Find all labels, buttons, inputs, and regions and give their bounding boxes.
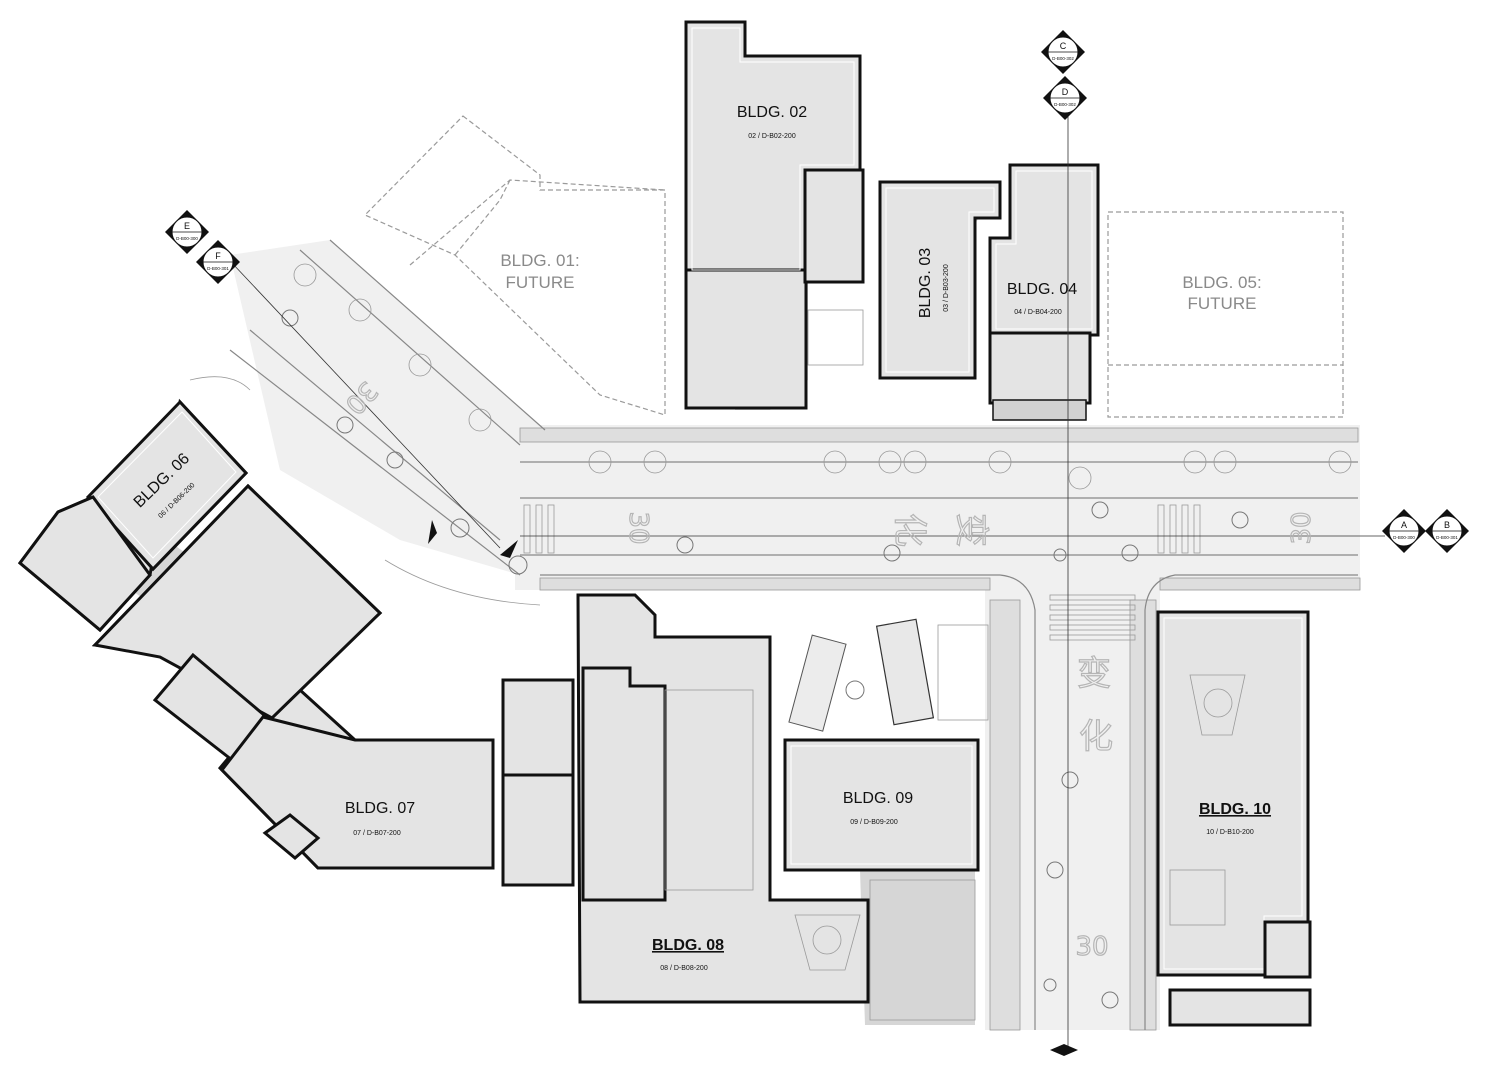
bldg-05-title: BLDG. 05: bbox=[1182, 273, 1261, 292]
parked-car bbox=[788, 634, 847, 732]
section-tag-e: E D-B00-300 bbox=[165, 210, 209, 254]
sculpture-08 bbox=[794, 914, 861, 971]
bldg-08 bbox=[501, 593, 870, 1004]
section-tags: C D-B00-302 D D-B00-302 E D-B00-300 F D-… bbox=[165, 30, 1469, 553]
bldg-04-ref: 04 / D-B04-200 bbox=[1014, 309, 1062, 316]
crosswalk-south bbox=[1049, 594, 1136, 641]
north-sidewalk bbox=[519, 427, 1359, 443]
speed-marking-main-west: 30 bbox=[623, 511, 653, 544]
bldg-05-subtitle: FUTURE bbox=[1188, 294, 1257, 313]
bldg-07 bbox=[91, 483, 495, 870]
section-tag-f-sheet: D-B00-301 bbox=[207, 266, 229, 271]
crosswalk-west bbox=[523, 504, 555, 554]
bldg-03 bbox=[878, 180, 1002, 380]
bldg-02-ref: 02 / D-B02-200 bbox=[748, 133, 796, 140]
bldg-06 bbox=[17, 398, 249, 633]
section-tag-d-sheet: D-B00-302 bbox=[1054, 102, 1076, 107]
bldg-09 bbox=[783, 738, 980, 1021]
east-sidewalk bbox=[1129, 599, 1157, 1031]
bldg-10-ref: 10 / D-B10-200 bbox=[1206, 829, 1254, 836]
section-tag-a-sheet: D-B00-300 bbox=[1393, 535, 1415, 540]
section-arrow-diagonal bbox=[428, 520, 437, 544]
south-sidewalk bbox=[539, 577, 991, 591]
crosswalk-east bbox=[1157, 504, 1201, 554]
diagonal-street bbox=[230, 240, 545, 575]
glyph-marking-c: 变 bbox=[1077, 654, 1111, 694]
future-buildings bbox=[363, 115, 1344, 418]
section-tag-c-sheet: D-B00-302 bbox=[1052, 56, 1074, 61]
section-tag-b-sheet: D-B00-301 bbox=[1436, 535, 1458, 540]
section-tag-d-letter: D bbox=[1062, 87, 1069, 97]
section-tag-e-sheet: D-B00-300 bbox=[176, 236, 198, 241]
glyph-marking-a: 化 bbox=[889, 513, 929, 547]
main-street bbox=[515, 425, 1360, 590]
section-tag-e-letter: E bbox=[184, 221, 190, 231]
bldg-04-title: BLDG. 04 bbox=[1007, 281, 1077, 298]
streets bbox=[229, 239, 1361, 1031]
parked-van bbox=[875, 618, 935, 726]
street-trees bbox=[293, 263, 1352, 490]
section-tag-c-letter: C bbox=[1060, 41, 1067, 51]
bldg-08-ref: 08 / D-B08-200 bbox=[660, 965, 708, 972]
section-tag-b: B D-B00-301 bbox=[1425, 509, 1469, 553]
bldg-03-ref: 03 / D-B03-200 bbox=[943, 264, 950, 312]
bldg-03-title: BLDG. 03 bbox=[917, 248, 934, 318]
section-tag-f: F D-B00-301 bbox=[196, 240, 240, 284]
bldg-05-outline bbox=[1107, 211, 1344, 418]
glyph-marking-d: 化 bbox=[1079, 717, 1113, 757]
sculpture-10 bbox=[1189, 674, 1246, 736]
bldg-09-ref: 09 / D-B09-200 bbox=[850, 819, 898, 826]
section-arrow-south bbox=[1050, 1050, 1078, 1056]
bldg-07-title: BLDG. 07 bbox=[345, 800, 415, 817]
section-tag-d: D D-B00-302 bbox=[1043, 76, 1087, 120]
bldg-02-title: BLDG. 02 bbox=[737, 104, 807, 121]
section-tag-a: A D-B00-300 bbox=[1382, 509, 1426, 553]
bldg-07-ref: 07 / D-B07-200 bbox=[353, 830, 401, 837]
bldg-09-title: BLDG. 09 bbox=[843, 790, 913, 807]
speed-marking-cross-street: 30 bbox=[1075, 932, 1108, 962]
bldg-08-title: BLDG. 08 bbox=[652, 937, 724, 954]
bldg-01-subtitle: FUTURE bbox=[506, 273, 575, 292]
section-tag-a-letter: A bbox=[1401, 520, 1407, 530]
section-tag-f-letter: F bbox=[215, 251, 221, 261]
south-sidewalk-east bbox=[1159, 577, 1361, 591]
bldg-10-title: BLDG. 10 bbox=[1199, 801, 1271, 818]
glyph-marking-b: 变 bbox=[951, 513, 991, 547]
section-lines bbox=[231, 110, 1385, 1056]
section-tag-b-letter: B bbox=[1444, 520, 1450, 530]
bldg-04 bbox=[988, 163, 1100, 421]
section-tag-c: C D-B00-302 bbox=[1041, 30, 1085, 74]
buildings bbox=[17, 20, 1312, 1027]
bldg-10 bbox=[1156, 610, 1312, 1027]
speed-marking-main-east: 30 bbox=[1287, 511, 1317, 544]
bldg-01-title: BLDG. 01: bbox=[500, 251, 579, 270]
bldg-02 bbox=[684, 20, 865, 410]
west-sidewalk bbox=[989, 599, 1021, 1031]
